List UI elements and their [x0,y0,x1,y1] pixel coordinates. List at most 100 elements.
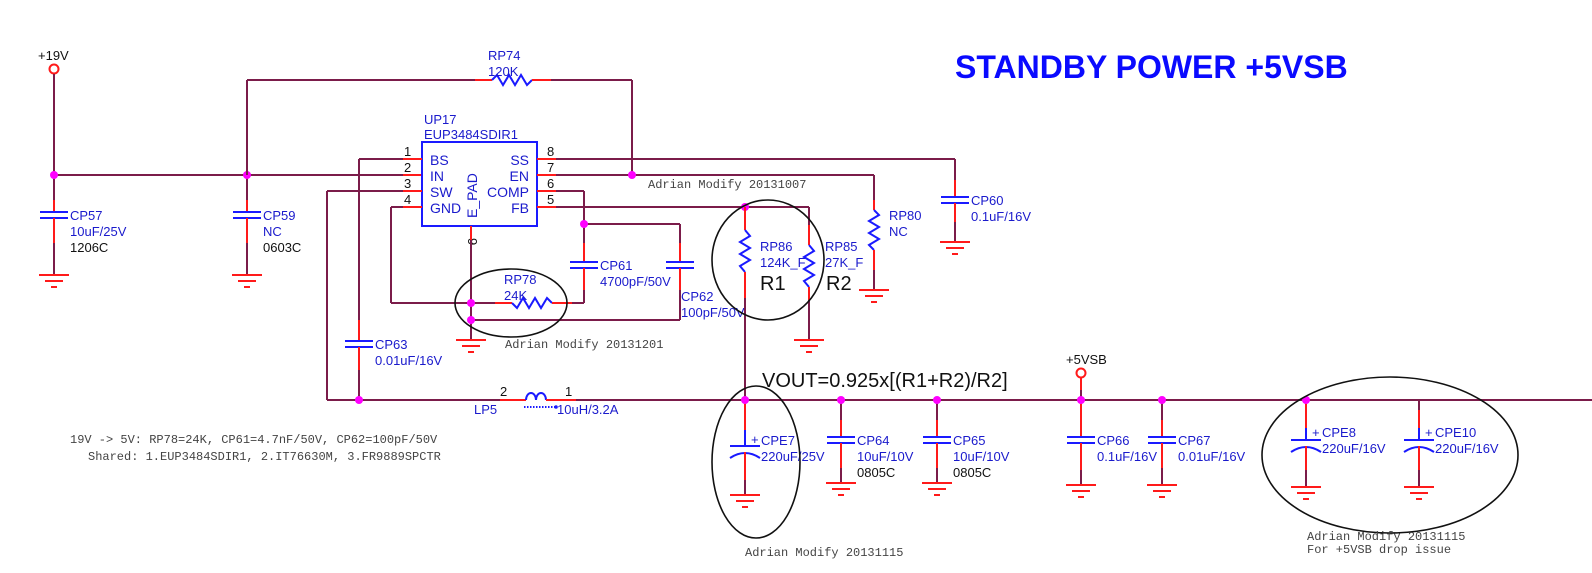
cap-cpe8: + CPE8 220uF/16V [1290,400,1386,500]
rp74-value: 120K [488,64,519,79]
ic-pin-number: 1 [404,144,411,159]
lp5-pin-b: 1 [565,384,572,399]
junction-dot [628,171,636,179]
cp61-value: 4700pF/50V [600,274,671,289]
junction-dot [580,220,588,228]
ic-up17: UP17 EUP3484SDIR1 BS IN SW GND SS EN COM… [403,112,556,245]
cp64-value: 10uF/10V [857,449,914,464]
resistor-rp74: RP74 120K [246,48,633,175]
note-config-line2: Shared: 1.EUP3484SDIR1, 2.IT76630M, 3.FR… [88,450,441,464]
cp57-pkg: 1206C [70,240,108,255]
cp67-value: 0.01uF/16V [1178,449,1246,464]
power-port-icon [1075,367,1087,379]
rp86-value: 124K_F [760,255,806,270]
note-config-line1: 19V -> 5V: RP78=24K, CP61=4.7nF/50V, CP6… [70,433,438,447]
cap-cp59: CP59 NC 0603C [232,175,301,288]
annotation-ring [711,199,825,321]
ic-pin-name: SS [510,152,529,168]
ic-pin-name: IN [430,168,444,184]
cp62-ref: CP62 [681,289,714,304]
ground-icon [1147,484,1177,498]
ground-icon [922,482,952,496]
ic-pad-name: E_PAD [464,173,480,218]
vout-formula: VOUT=0.925x[(R1+R2)/R2] [762,370,1008,392]
ic-pin-number: 3 [404,176,411,191]
ic-ref: UP17 [424,112,457,127]
ic-pin-number: 4 [404,192,411,207]
note-modify-20131115-b: Adrian Modify 20131115 [1307,530,1465,544]
junction-dot [467,299,475,307]
resistor-rp78: RP78 24K [495,272,584,310]
rp78-ref: RP78 [504,272,537,287]
ic-pin-number: 7 [547,160,554,175]
ground-icon [730,494,760,508]
note-modify-20131201: Adrian Modify 20131201 [505,338,663,352]
r1-alias: R1 [760,273,786,295]
ground-icon [940,241,970,255]
rp85-ref: RP85 [825,239,858,254]
junction-dot [933,396,941,404]
lp5-value: 10uH/3.2A [557,402,619,417]
ground-icon [826,482,856,496]
cpe10-value: 220uF/16V [1435,441,1499,456]
cp65-value: 10uF/10V [953,449,1010,464]
ic-body [421,141,538,227]
junction-dot [467,316,475,324]
port-5vsb: +5VSB [1066,352,1107,400]
resistor-rp85: RP85 27K_F R2 [794,207,863,353]
r2-alias: R2 [826,273,852,295]
ic-pin-name: BS [430,152,449,168]
ic-pin-name: GND [430,200,461,216]
ground-icon [232,274,262,288]
cp64-pkg: 0805C [857,465,895,480]
cap-cp63: CP63 0.01uF/16V [345,320,443,400]
cap-cp62: CP62 100pF/50V [666,224,745,320]
sheet-title: STANDBY POWER +5VSB [955,49,1348,85]
port-19v: +19V [38,48,69,75]
cpe7-value: 220uF/25V [761,449,825,464]
cp59-pkg: 0603C [263,240,301,255]
junction-dot [50,171,58,179]
cpe7-ref: CPE7 [761,433,795,448]
cp57-value: 10uF/25V [70,224,127,239]
note-modify-20131115: Adrian Modify 20131115 [745,546,903,560]
lp5-pin-a: 2 [500,384,507,399]
ground-icon [859,289,889,303]
cp67-ref: CP67 [1178,433,1211,448]
annotation-ring [1261,376,1519,534]
cpe8-ref: CPE8 [1322,425,1356,440]
cp62-value: 100pF/50V [681,305,745,320]
junction-dot [1158,396,1166,404]
ground-icon [1404,486,1434,500]
ic-pin-number: 2 [404,160,411,175]
ic-pin-number: 6 [547,176,554,191]
rp74-ref: RP74 [488,48,521,63]
annotation-ring [711,385,801,539]
cp66-value: 0.1uF/16V [1097,449,1157,464]
cp65-pkg: 0805C [953,465,991,480]
port-5vsb-label: +5VSB [1066,352,1107,367]
resistor-rp80: RP80 NC [859,200,922,303]
annotation-ring [454,268,568,338]
ground-icon [39,274,69,288]
ground-icon [1291,486,1321,500]
port-19v-label: +19V [38,48,69,63]
cap-cp64: CP64 10uF/10V 0805C [826,400,914,496]
cp66-ref: CP66 [1097,433,1130,448]
cap-cp57: CP57 10uF/25V 1206C [39,175,127,288]
cap-cpe7: + CPE7 220uF/25V [729,400,825,508]
junction-dot [1077,396,1085,404]
cp65-ref: CP65 [953,433,986,448]
cap-cp60: CP60 0.1uF/16V [940,180,1031,255]
polarity-plus-icon: + [751,432,759,447]
lp5-ref: LP5 [474,402,497,417]
junction-dot [741,396,749,404]
power-port-icon [48,63,60,75]
ic-pin-name: COMP [487,184,529,200]
rp85-value: 27K_F [825,255,863,270]
ic-pin-number: 5 [547,192,554,207]
ic-pin-number: 9 [465,238,480,245]
cp60-ref: CP60 [971,193,1004,208]
cp63-value: 0.01uF/16V [375,353,443,368]
